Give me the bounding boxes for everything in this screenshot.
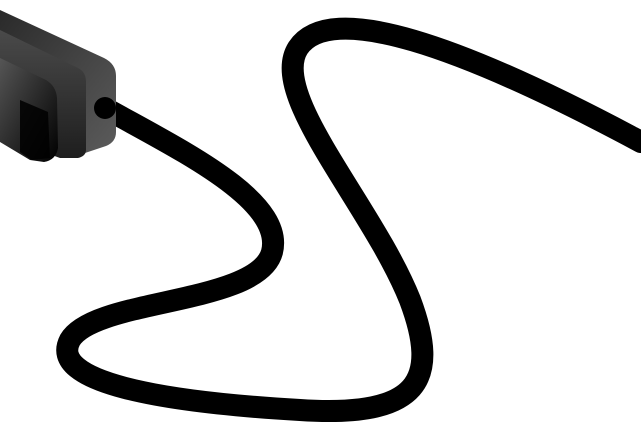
cable (56, 17, 641, 422)
cable-socket (94, 97, 116, 119)
plug-connector (0, 10, 116, 162)
plug-inner-shadow (20, 100, 50, 160)
